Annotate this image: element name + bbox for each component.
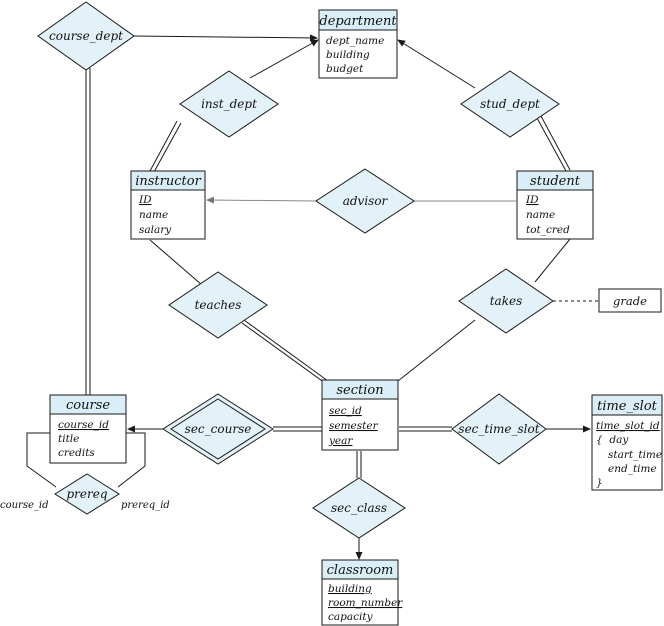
entity-instructor[interactable]: instructor ID name salary xyxy=(130,170,206,240)
line-instructor-to-inst-dept-b xyxy=(153,122,182,173)
attr-course-title: title xyxy=(58,433,79,445)
attr-student-name: name xyxy=(526,209,555,221)
relationship-sec-course[interactable]: sec_course xyxy=(162,393,274,465)
line-takes-to-section xyxy=(397,319,476,382)
relationship-course-dept-label: course_dept xyxy=(49,29,123,43)
relationship-takes-label: takes xyxy=(490,294,523,308)
relationship-sec-course-label: sec_course xyxy=(185,422,252,436)
line-advisor-to-instructor xyxy=(206,196,317,204)
attr-section-sec-id: sec_id xyxy=(329,405,362,417)
line-prereq-right xyxy=(117,432,146,488)
entity-course[interactable]: course course_id title credits xyxy=(49,394,127,464)
attr-time-slot-day: { day xyxy=(596,434,629,446)
attr-section-year: year xyxy=(328,435,353,447)
entity-department[interactable]: department dept_name building budget xyxy=(318,9,398,79)
relationship-prereq[interactable]: prereq xyxy=(54,473,120,515)
attr-student-tot-cred: tot_cred xyxy=(526,224,570,236)
relationship-stud-dept[interactable]: stud_dept xyxy=(460,70,560,138)
line-teaches-to-section-b xyxy=(241,322,326,384)
attr-course-credits: credits xyxy=(58,447,95,459)
line-stud-dept-to-department xyxy=(397,39,476,89)
attr-classroom-capacity: capacity xyxy=(328,611,374,623)
line-instructor-to-teaches xyxy=(149,239,203,286)
attr-classroom-building: building xyxy=(328,583,372,595)
attr-instructor-salary: salary xyxy=(139,224,172,236)
entity-classroom[interactable]: classroom building room_number capacity xyxy=(321,559,403,626)
entity-department-title: department xyxy=(319,14,397,29)
attr-course-course-id: course_id xyxy=(58,419,109,431)
line-instructor-to-inst-dept-a xyxy=(149,120,178,172)
attr-time-slot-end-time: end_time xyxy=(608,463,657,475)
attr-department-building: building xyxy=(326,49,370,61)
relationship-prereq-label: prereq xyxy=(66,487,107,501)
relationship-inst-dept-label: inst_dept xyxy=(201,97,257,111)
line-prereq-left xyxy=(26,432,57,488)
relationship-sec-class-label: sec_class xyxy=(331,501,387,515)
relationship-teaches-label: teaches xyxy=(195,298,242,312)
entity-student-title: student xyxy=(530,174,581,189)
relationship-course-dept[interactable]: course_dept xyxy=(37,1,135,71)
relationship-inst-dept[interactable]: inst_dept xyxy=(179,70,279,138)
relationship-sec-class[interactable]: sec_class xyxy=(312,477,406,539)
entity-instructor-title: instructor xyxy=(135,174,201,189)
role-course-id: course_id xyxy=(0,500,49,511)
entity-time-slot[interactable]: time_slot time_slot_id { day start_time … xyxy=(591,394,663,491)
relationship-sec-time-slot-label: sec_time_slot xyxy=(458,422,539,436)
attr-time-slot-start-time: start_time xyxy=(608,449,662,461)
attr-classroom-room-number: room_number xyxy=(328,597,403,609)
entity-time-slot-title: time_slot xyxy=(597,399,658,414)
entity-classroom-title: classroom xyxy=(327,563,394,578)
attr-time-slot-close-brace: } xyxy=(596,477,603,489)
entity-section[interactable]: section sec_id semester year xyxy=(321,379,399,451)
entity-student[interactable]: student ID name tot_cred xyxy=(516,170,594,240)
line-student-to-takes xyxy=(534,238,571,283)
grade-label: grade xyxy=(613,294,647,308)
attr-instructor-id: ID xyxy=(138,194,152,206)
role-prereq-id: prereq_id xyxy=(121,500,170,511)
relationship-attribute-grade[interactable]: grade xyxy=(598,288,662,313)
line-teaches-to-section-a xyxy=(243,319,329,382)
relationship-stud-dept-label: stud_dept xyxy=(480,97,540,111)
attr-department-budget: budget xyxy=(326,63,364,75)
line-student-to-stud-dept-a xyxy=(536,117,567,172)
relationship-advisor-label: advisor xyxy=(343,194,389,208)
line-course-dept-to-department xyxy=(133,34,318,42)
relationship-teaches[interactable]: teaches xyxy=(168,271,268,339)
attr-instructor-name: name xyxy=(139,209,168,221)
attr-time-slot-id: time_slot_id xyxy=(596,420,660,432)
line-inst-dept-to-department xyxy=(249,39,319,79)
entity-section-title: section xyxy=(336,383,383,398)
attr-student-id: ID xyxy=(525,194,539,206)
connectors xyxy=(26,34,599,560)
attr-department-dept-name: dept_name xyxy=(326,35,384,47)
entity-course-title: course xyxy=(66,398,110,413)
relationship-takes[interactable]: takes xyxy=(458,268,554,334)
attr-section-semester: semester xyxy=(329,420,379,432)
relationship-sec-time-slot[interactable]: sec_time_slot xyxy=(451,393,547,465)
relationship-advisor[interactable]: advisor xyxy=(315,168,415,234)
line-student-to-stud-dept-b xyxy=(540,115,571,171)
